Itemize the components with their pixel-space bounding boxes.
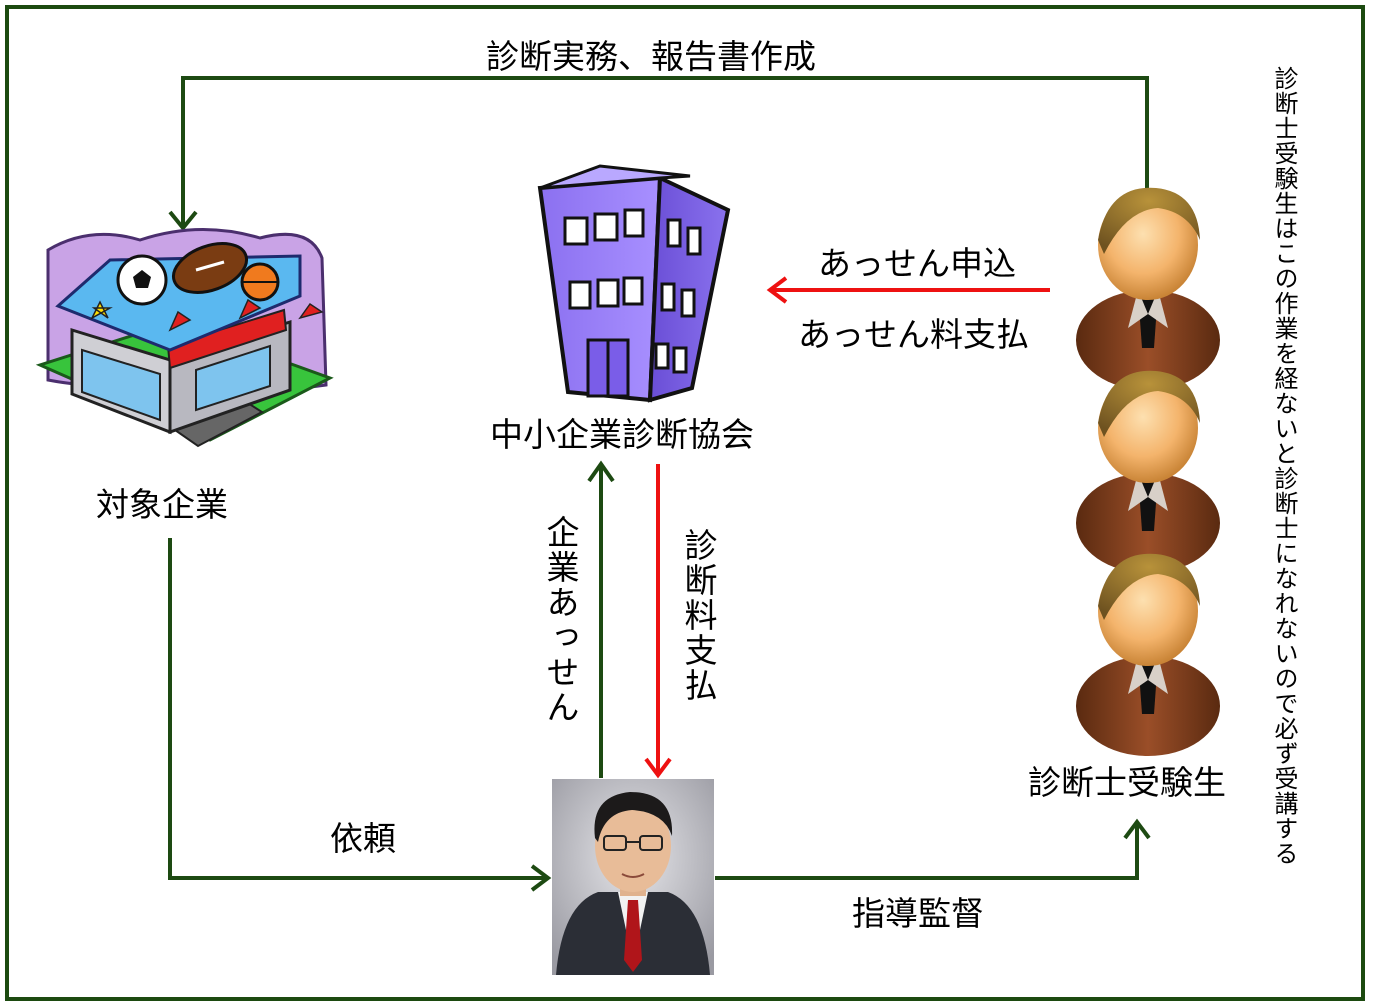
candidate-person-icon-2 xyxy=(1076,370,1220,573)
arrow-supervision xyxy=(715,818,1151,880)
arrow-diagnosis-fee xyxy=(644,464,672,779)
edge-label-supervision: 指導監督 xyxy=(852,894,984,933)
edge-label-mediation-fee: あっせん料支払 xyxy=(798,315,1029,354)
node-label-target-company: 対象企業 xyxy=(96,485,228,524)
building-icon xyxy=(537,164,731,403)
store-icon xyxy=(35,228,334,448)
arrow-company-mediation xyxy=(587,460,615,778)
arrow-mediation-apply xyxy=(766,276,1050,304)
node-label-association: 中小企業診断協会 xyxy=(490,415,754,454)
candidate-person-icon-3 xyxy=(1076,553,1220,756)
candidate-person-icon-1 xyxy=(1076,187,1220,390)
instructor-photo xyxy=(552,779,714,975)
edge-label-company-mediation: 企業あっせん xyxy=(541,515,580,725)
edge-label-request: 依頼 xyxy=(330,819,396,858)
diagram-frame xyxy=(5,5,1365,1001)
edge-label-mediation-apply: あっせん申込 xyxy=(818,244,1016,283)
node-label-candidates: 診断士受験生 xyxy=(1028,763,1226,802)
candidate-requirement-note: 診断士受験生はこの作業を経ないと診断士になれないので必ず受講する xyxy=(1270,66,1298,866)
arrow-request xyxy=(168,538,552,892)
edge-label-diagnosis-fee: 診断料支払 xyxy=(679,528,718,703)
arrow-diagnosis-work xyxy=(168,76,1149,232)
edge-label-diagnosis-work: 診断実務、報告書作成 xyxy=(486,37,816,76)
